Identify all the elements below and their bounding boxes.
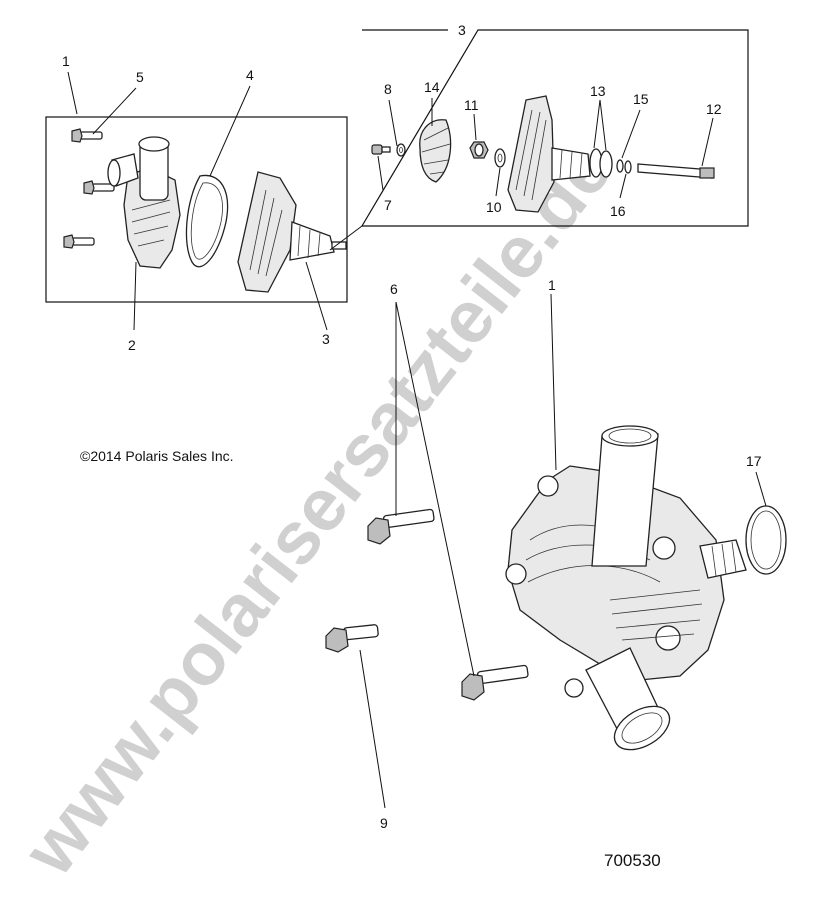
pump-body-part-3: [507, 95, 591, 213]
callout-6: 6: [390, 281, 398, 297]
detail-box-left: [45, 116, 348, 303]
callout-8: 8: [384, 81, 392, 97]
bolt-part-6-lower: [461, 664, 529, 701]
callout-15: 15: [633, 91, 649, 107]
copyright-text: ©2014 Polaris Sales Inc.: [80, 448, 234, 464]
bolt-5-top: [71, 128, 103, 143]
shaft-stub: [699, 539, 747, 579]
bolt-5-bottom: [63, 234, 95, 249]
outlet-tube-upper: [591, 425, 659, 567]
impeller-part-14: [419, 119, 452, 183]
callout-10: 10: [486, 199, 502, 215]
callout-2: 2: [128, 337, 136, 353]
o-ring-part-17: [745, 505, 787, 575]
callout-14: 14: [424, 79, 440, 95]
callout-3-left: 3: [322, 331, 330, 347]
callout-17: 17: [746, 453, 762, 469]
detail-box-right: [329, 29, 749, 251]
callout-11: 11: [464, 97, 479, 113]
bolt-5-middle: [83, 180, 115, 195]
housing-part-2: [107, 136, 181, 269]
callout-9: 9: [380, 815, 388, 831]
o-ring-part-4: [185, 174, 229, 268]
callout-7: 7: [384, 197, 392, 213]
shaft-part-12: [637, 163, 715, 179]
bolt-part-6-upper: [367, 508, 435, 545]
callout-1-main: 1: [548, 277, 556, 293]
figure-number: 700530: [604, 851, 661, 870]
callout-16: 16: [610, 203, 626, 219]
callout-3-box: 3: [458, 22, 466, 38]
callout-12: 12: [706, 101, 722, 117]
callout-5: 5: [136, 69, 144, 85]
screw-part-7: [371, 144, 391, 155]
seal-part-10: [494, 148, 506, 168]
washer-part-16: [624, 160, 632, 174]
main-pump-assembly: [505, 425, 747, 751]
leader-lines: [67, 71, 767, 809]
outlet-tube-lower: [585, 647, 671, 751]
nut-part-11: [469, 141, 489, 159]
washer-part-8: [396, 143, 406, 157]
callout-1-left: 1: [62, 53, 70, 69]
callout-13: 13: [590, 83, 606, 99]
bolt-part-9: [325, 624, 379, 653]
washer-part-15: [616, 159, 624, 173]
pump-cover-part-3: [237, 171, 347, 293]
callout-4: 4: [246, 67, 254, 83]
o-rings-part-13: [589, 148, 613, 178]
